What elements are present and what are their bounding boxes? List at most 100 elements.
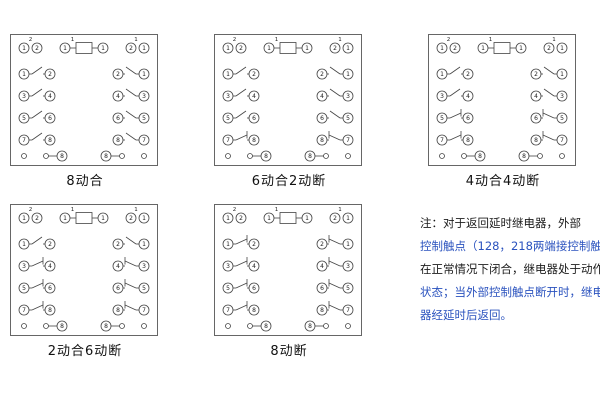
svg-text:1: 1 <box>226 71 230 78</box>
diagram-caption: 2动合6动断 <box>47 344 123 359</box>
svg-text:8: 8 <box>252 307 256 314</box>
svg-text:5: 5 <box>346 115 350 122</box>
svg-text:8: 8 <box>534 137 538 144</box>
svg-text:2: 2 <box>320 241 324 248</box>
svg-text:4: 4 <box>48 93 52 100</box>
svg-text:1: 1 <box>71 207 75 213</box>
svg-text:2: 2 <box>129 45 133 52</box>
note-line: 器经延时后返回。 <box>420 308 512 322</box>
svg-text:1: 1 <box>519 45 523 52</box>
svg-text:1: 1 <box>440 45 444 52</box>
svg-text:3: 3 <box>346 93 350 100</box>
svg-text:3: 3 <box>560 93 564 100</box>
svg-text:8: 8 <box>116 137 120 144</box>
svg-text:7: 7 <box>346 307 350 314</box>
svg-text:2: 2 <box>48 71 52 78</box>
svg-text:5: 5 <box>440 115 444 122</box>
svg-text:5: 5 <box>142 115 146 122</box>
svg-text:2: 2 <box>233 207 237 213</box>
svg-text:6: 6 <box>466 115 470 122</box>
svg-text:3: 3 <box>142 93 146 100</box>
svg-text:1: 1 <box>305 45 309 52</box>
svg-text:7: 7 <box>22 307 26 314</box>
svg-text:1: 1 <box>552 37 556 43</box>
svg-text:1: 1 <box>440 71 444 78</box>
svg-text:1: 1 <box>226 215 230 222</box>
svg-text:8: 8 <box>320 137 324 144</box>
svg-text:8: 8 <box>264 153 268 160</box>
diagram-caption: 6动合2动断 <box>251 174 327 189</box>
svg-text:1: 1 <box>22 71 26 78</box>
svg-text:2: 2 <box>129 215 133 222</box>
svg-text:1: 1 <box>346 241 350 248</box>
svg-text:8: 8 <box>48 307 52 314</box>
svg-text:6: 6 <box>116 285 120 292</box>
svg-text:8: 8 <box>104 153 108 160</box>
svg-text:1: 1 <box>275 37 279 43</box>
svg-text:4: 4 <box>466 93 470 100</box>
svg-text:4: 4 <box>252 263 256 270</box>
note-line: 状态；当外部控制触点断开时，继电 <box>420 285 600 299</box>
svg-text:8: 8 <box>308 153 312 160</box>
svg-text:1: 1 <box>346 215 350 222</box>
svg-text:1: 1 <box>267 215 271 222</box>
svg-text:6: 6 <box>252 285 256 292</box>
svg-text:2: 2 <box>29 207 33 213</box>
svg-text:1: 1 <box>226 45 230 52</box>
svg-text:7: 7 <box>346 137 350 144</box>
svg-text:5: 5 <box>22 285 26 292</box>
svg-text:8: 8 <box>60 153 64 160</box>
svg-text:2: 2 <box>447 37 451 43</box>
svg-text:8: 8 <box>60 323 64 330</box>
svg-text:7: 7 <box>226 137 230 144</box>
svg-text:6: 6 <box>320 115 324 122</box>
svg-text:5: 5 <box>226 115 230 122</box>
svg-text:5: 5 <box>142 285 146 292</box>
svg-text:3: 3 <box>226 263 230 270</box>
svg-text:8: 8 <box>320 307 324 314</box>
svg-text:3: 3 <box>22 263 26 270</box>
svg-text:8: 8 <box>104 323 108 330</box>
note-line: 注：对于返回延时继电器，外部 <box>420 216 581 230</box>
svg-text:6: 6 <box>320 285 324 292</box>
svg-text:1: 1 <box>275 207 279 213</box>
svg-text:2: 2 <box>48 241 52 248</box>
svg-text:2: 2 <box>29 37 33 43</box>
svg-text:7: 7 <box>560 137 564 144</box>
svg-text:2: 2 <box>252 71 256 78</box>
svg-text:2: 2 <box>116 241 120 248</box>
svg-text:2: 2 <box>233 37 237 43</box>
svg-text:2: 2 <box>116 71 120 78</box>
svg-text:2: 2 <box>466 71 470 78</box>
svg-text:2: 2 <box>35 45 39 52</box>
svg-text:1: 1 <box>134 37 138 43</box>
svg-text:1: 1 <box>101 215 105 222</box>
svg-text:1: 1 <box>22 241 26 248</box>
svg-text:1: 1 <box>346 45 350 52</box>
svg-text:2: 2 <box>239 215 243 222</box>
svg-text:1: 1 <box>63 215 67 222</box>
svg-text:8: 8 <box>466 137 470 144</box>
svg-text:7: 7 <box>226 307 230 314</box>
svg-text:1: 1 <box>101 45 105 52</box>
svg-text:4: 4 <box>534 93 538 100</box>
svg-text:6: 6 <box>48 115 52 122</box>
svg-text:1: 1 <box>338 207 342 213</box>
svg-text:3: 3 <box>22 93 26 100</box>
svg-text:1: 1 <box>71 37 75 43</box>
svg-text:2: 2 <box>252 241 256 248</box>
svg-text:6: 6 <box>534 115 538 122</box>
svg-text:3: 3 <box>142 263 146 270</box>
svg-text:8: 8 <box>478 153 482 160</box>
diagram-caption: 4动合4动断 <box>465 174 541 189</box>
svg-text:1: 1 <box>142 215 146 222</box>
svg-text:2: 2 <box>547 45 551 52</box>
svg-text:8: 8 <box>308 323 312 330</box>
